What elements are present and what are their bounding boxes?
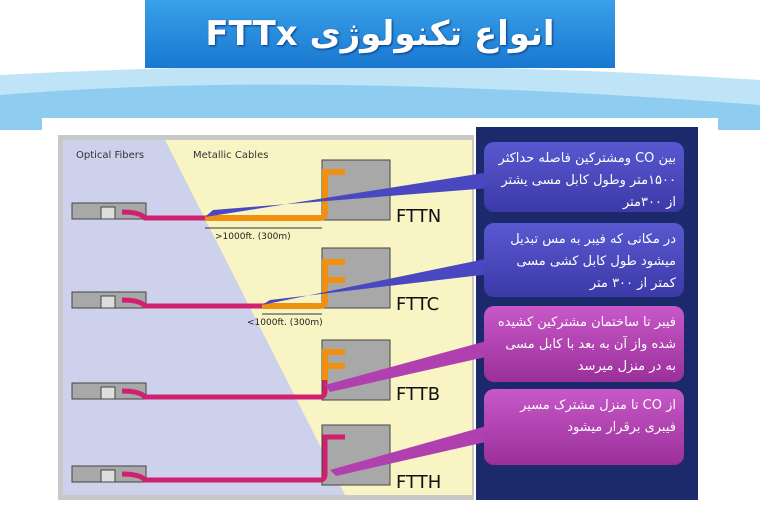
row-ftth: FTTH — [71, 424, 490, 493]
fttc-label: FTTC — [396, 294, 439, 315]
row-fttb: FTTB — [71, 339, 490, 405]
optical-fibers-label: Optical Fibers — [76, 150, 144, 161]
page-title: انواع تکنولوژی FTTx — [205, 14, 555, 54]
ftth-label: FTTH — [396, 472, 441, 493]
fttn-label: FTTN — [396, 206, 441, 227]
distance-label: <1000ft. (300m) — [247, 318, 323, 328]
callout-ftth: از CO تا منزل مشترک مسیر فیبری برقرار می… — [484, 389, 684, 465]
row-fttn: >1000ft. (300m) FTTN — [71, 159, 490, 242]
title-banner: انواع تکنولوژی FTTx — [145, 0, 615, 68]
metallic-cables-label: Metallic Cables — [193, 150, 268, 161]
callout-fttb: فیبر تا ساختمان مشترکین کشیده شده واز آن… — [484, 306, 684, 382]
callout-fttc: در مکانی که فیبر به مس تبدیل میشود طول ک… — [484, 223, 684, 297]
fttb-label: FTTB — [396, 384, 440, 405]
distance-label: >1000ft. (300m) — [215, 232, 291, 242]
row-fttc: <1000ft. (300m) FTTC — [71, 247, 490, 328]
callout-fttn: بین CO ومشترکین فاصله حداکثر ۱۵۰۰متر وطو… — [484, 142, 684, 212]
